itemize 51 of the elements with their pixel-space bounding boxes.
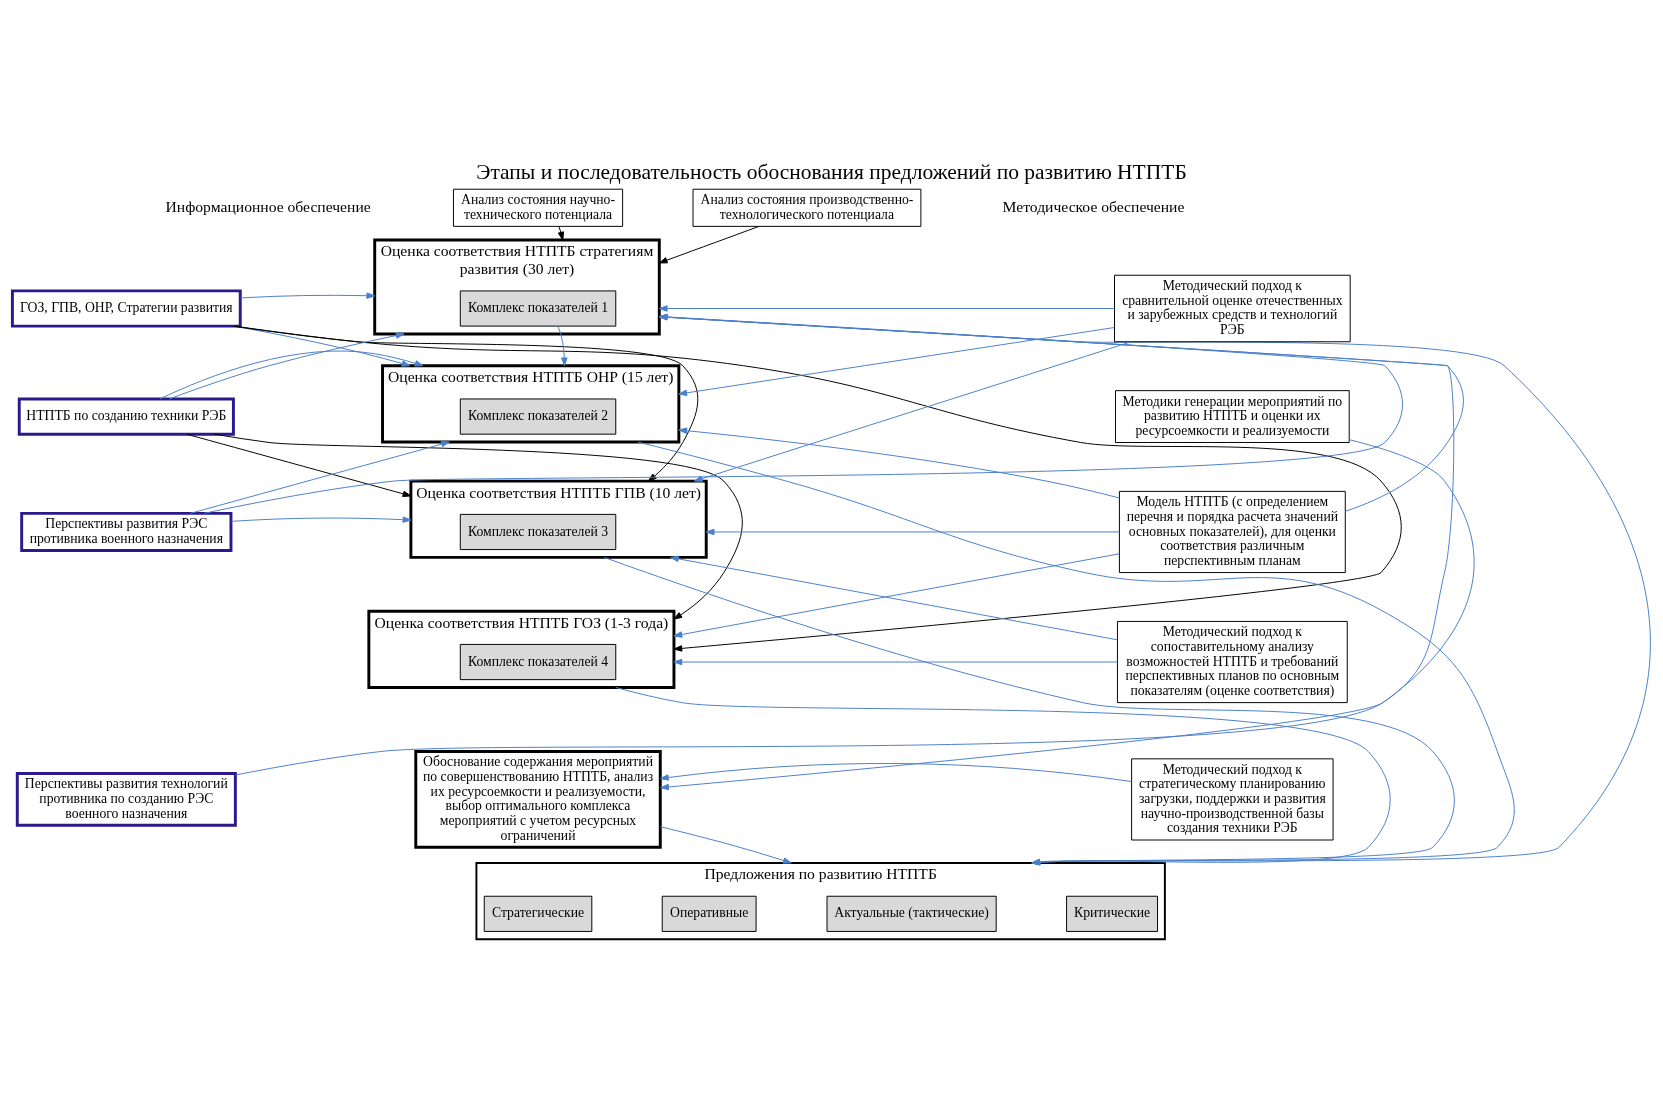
arrow bbox=[660, 439, 1475, 791]
arrow bbox=[186, 433, 412, 497]
arrow bbox=[658, 313, 1464, 512]
node-box: НТПТБ по созданию техники РЭБ bbox=[17, 397, 235, 436]
arrow bbox=[678, 427, 1120, 499]
arrow bbox=[557, 326, 568, 367]
arrow bbox=[240, 292, 376, 299]
arrow bbox=[705, 528, 1120, 536]
arrow bbox=[615, 686, 1391, 866]
arrow bbox=[660, 826, 792, 864]
arrow bbox=[673, 658, 1118, 666]
arrow bbox=[189, 440, 450, 514]
node-box: Методики генерации мероприятий по развитию НТПТБ и оценки их ресурсоемкости и реализуемости bbox=[1115, 390, 1350, 443]
node-box: Критические bbox=[1066, 895, 1159, 932]
arrow bbox=[658, 305, 1115, 312]
node-box: Методический подход к сопоставительному анализу возможностей НТПТБ и требований перспективных планов по основным показателям (оценке соответствия) bbox=[1116, 620, 1348, 704]
arrow bbox=[658, 316, 1651, 866]
arrow bbox=[637, 441, 1515, 866]
arrow bbox=[232, 325, 1402, 652]
node-box: Обоснование содержания мероприятий по совершенствованию НТПТБ, анализ их ресурсоемкости и реализуемости, выбор оптимального комплекса мероприятий с учетом ресурсных ограничений bbox=[414, 750, 662, 849]
node-box: Анализ состояния научно-технического потенциала bbox=[452, 188, 624, 227]
arrow bbox=[168, 332, 405, 400]
arrow bbox=[678, 327, 1115, 397]
label: Методическое обеспечение bbox=[1002, 197, 1185, 215]
node-box: Актуальные (тактические) bbox=[826, 895, 997, 932]
node-box: Стратегические bbox=[483, 895, 593, 932]
node-box: Анализ состояния производственно-технологического потенциала bbox=[692, 188, 922, 227]
arrow bbox=[658, 225, 760, 264]
node-box: Методический подход к сравнительной оценке отечественных и зарубежных средств и технологий РЭБ bbox=[1114, 274, 1351, 343]
arrow bbox=[230, 516, 412, 523]
diagram-title: Этапы и последовательность обоснования предложений по развитию НТПТБ bbox=[476, 160, 1187, 185]
arrow bbox=[557, 225, 565, 241]
node-box: Комплекс показателей 3 bbox=[459, 513, 617, 551]
node-box: Методический подход к стратегическому планированию загрузки, поддержки и развития научно-производственной базы создания техники РЭБ bbox=[1131, 758, 1334, 841]
arrow bbox=[214, 433, 743, 620]
node-box: Перспективы развития РЭС противника военного назначения bbox=[20, 511, 233, 552]
node-box: Комплекс показателей 1 bbox=[459, 290, 617, 327]
arrow bbox=[203, 313, 1403, 514]
node-box: Комплекс показателей 4 bbox=[459, 643, 617, 681]
arrow bbox=[693, 341, 1132, 482]
arrow bbox=[603, 556, 1455, 866]
node-box: Модель НТПТБ (с определением перечня и порядка расчета значений основных показателей), для оценки соответствия различным перспективным планам bbox=[1118, 490, 1346, 574]
arrow bbox=[235, 313, 1455, 776]
arrow bbox=[159, 350, 424, 400]
node-box: Комплекс показателей 2 bbox=[459, 398, 617, 435]
arrow bbox=[659, 763, 1132, 783]
node-box: Перспективы развития технологий противника по созданию РЭС военного назначения bbox=[15, 772, 237, 827]
label: Информационное обеспечение bbox=[165, 197, 371, 215]
arrow bbox=[234, 325, 699, 482]
node-box: ГОЗ, ГПВ, ОНР, Стратегии развития bbox=[10, 289, 242, 328]
node-box: Оперативные bbox=[661, 895, 757, 932]
